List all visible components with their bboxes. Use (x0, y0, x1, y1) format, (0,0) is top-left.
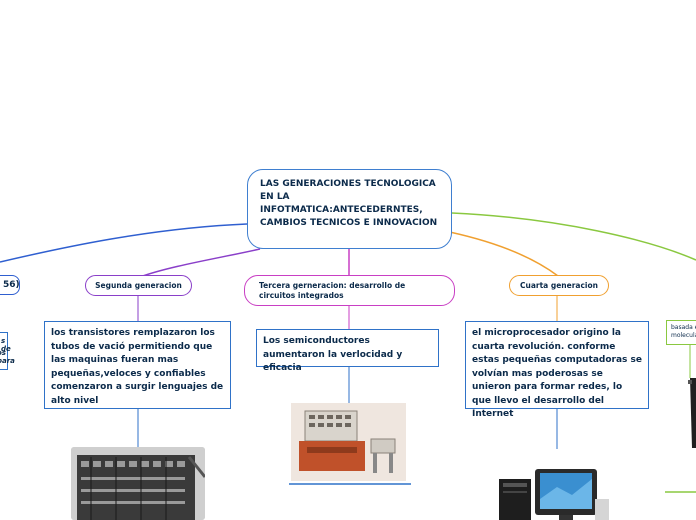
branch-fifth-generation[interactable]: basada e molecula (666, 320, 696, 345)
left-detail-line-2: os para (0, 349, 15, 365)
link-left-branch (0, 223, 248, 263)
link-fifth-generation (451, 212, 696, 261)
branch-fourth-generation[interactable]: Cuarta generacion (509, 275, 609, 296)
fourth-generation-photo (497, 449, 615, 520)
link-fourth-generation (439, 229, 559, 277)
central-topic-title: LAS GENERACIONES TECNOLOGICA EN LA INFOT… (260, 179, 438, 228)
fourth-generation-detail[interactable]: el microprocesador origino la cuarta rev… (465, 321, 649, 419)
central-topic[interactable]: LAS GENERACIONES TECNOLOGICA EN LA INFOT… (247, 169, 452, 249)
fourth-generation-text: el microprocesador origino la cuarta rev… (472, 328, 643, 419)
third-generation-label: Tercera gerneracion: desarrollo de circu… (259, 280, 406, 300)
third-generation-photo (291, 403, 406, 481)
second-generation-text: los transistores remplazaron los tubos d… (51, 328, 224, 406)
third-generation-detail[interactable]: Los semiconductores aumentaron la verloc… (256, 329, 439, 373)
second-generation-photo (71, 447, 205, 520)
left-branch-title: 56) (3, 280, 20, 290)
second-generation-label: Segunda generacion (95, 280, 182, 290)
third-generation-text: Los semiconductores aumentaron la verloc… (263, 336, 403, 373)
left-branch-detail[interactable]: s de os para (0, 332, 15, 370)
left-detail-line-1: s de (1, 337, 11, 353)
branch-second-generation[interactable]: Segunda generacion (85, 275, 192, 296)
link-second-generation (139, 248, 261, 278)
branch-third-generation[interactable]: Tercera gerneracion: desarrollo de circu… (244, 275, 455, 306)
fifth-generation-photo (676, 378, 696, 448)
second-generation-detail[interactable]: los transistores remplazaron los tubos d… (44, 321, 231, 409)
fifth-generation-text: basada e molecula (671, 324, 696, 339)
left-branch-node[interactable]: 56) (0, 275, 20, 295)
fourth-generation-label: Cuarta generacion (519, 280, 598, 290)
